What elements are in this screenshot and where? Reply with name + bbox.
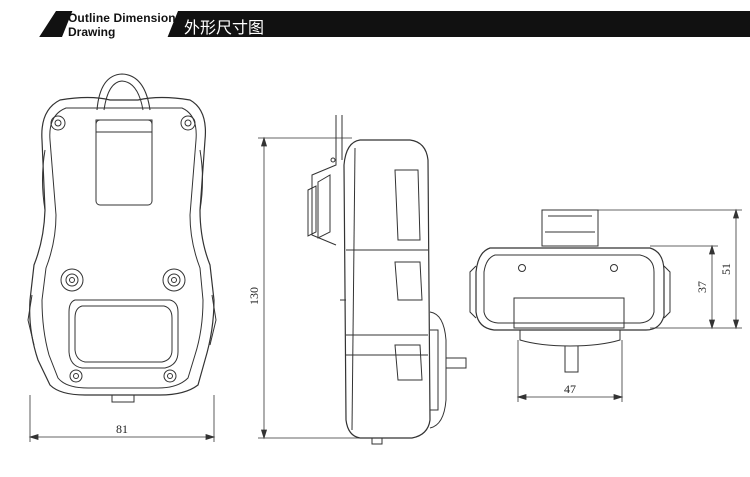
dim-top-inner-height: [650, 244, 718, 330]
label-side-height: 130: [247, 287, 261, 305]
dim-side-height: [258, 136, 360, 440]
title-en-line1: Outline Dimension: [68, 11, 176, 25]
side-view: [307, 115, 467, 445]
title-en-line2: Drawing: [68, 25, 116, 39]
label-front-width: 81: [116, 422, 128, 436]
label-top-width: 47: [564, 382, 576, 396]
header-label-panel: [60, 6, 180, 42]
label-top-outer-height: 51: [719, 263, 733, 275]
dim-top-outer-height: [598, 208, 742, 330]
page-header: Outline Dimension Drawing 外形尺寸图: [0, 0, 750, 45]
dim-top-width: [516, 340, 624, 402]
front-view: [27, 73, 217, 403]
dim-front-width: [28, 395, 216, 442]
title-cn: 外形尺寸图: [184, 18, 265, 37]
label-top-inner-height: 37: [695, 281, 709, 293]
top-view: [469, 209, 671, 373]
